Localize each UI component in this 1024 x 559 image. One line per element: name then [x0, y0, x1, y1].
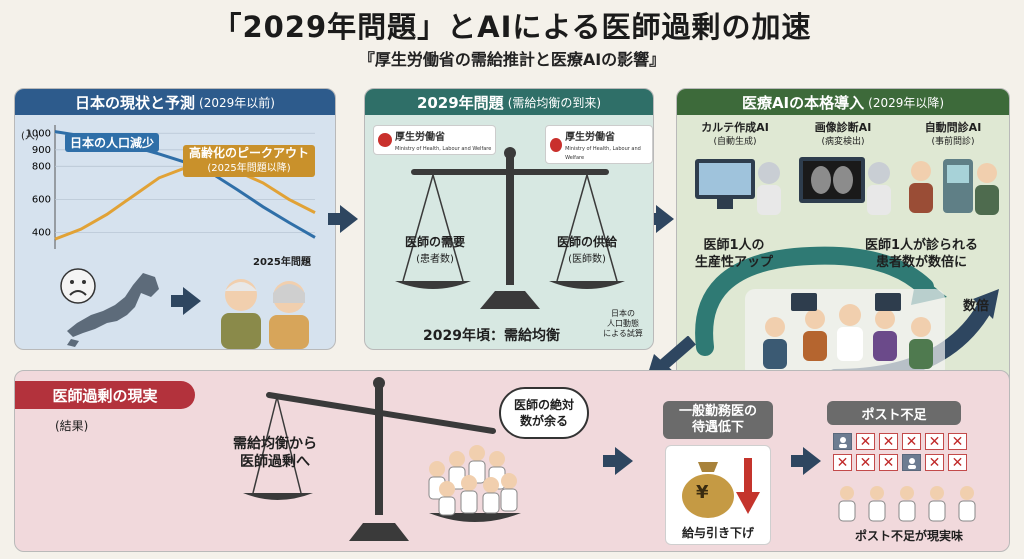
post-shortage-header: ポスト不足: [827, 401, 961, 425]
mhlw-logo-icon: [378, 133, 392, 147]
interview-ai-icon: [909, 159, 999, 215]
no-post-icon: ✕: [925, 433, 944, 450]
result-label: (結果): [55, 419, 89, 433]
elderly-couple-icon: [221, 279, 309, 349]
filled-post-icon: [902, 454, 921, 471]
population-chart: 400 600 800 900 1000: [26, 125, 316, 249]
post-grid: ✕ ✕ ✕ ✕ ✕ ✕ ✕ ✕ ✕ ✕: [833, 433, 973, 471]
supply-label: 医師の供給 (医師数): [556, 235, 617, 265]
panel2-header: 2029年問題(需給均衡の到来): [365, 89, 653, 115]
no-post-icon: ✕: [902, 433, 921, 450]
wage-cut-label: 給与引き下げ: [681, 526, 754, 540]
demand-label: 医師の需要 (患者数): [404, 235, 465, 265]
flow-arrow-icon: [328, 205, 358, 233]
productivity-label: 医師1人の 生産性アップ: [695, 238, 774, 270]
y-tick-label: 400: [32, 227, 51, 238]
page-title: 「2029年問題」とAIによる医師過剰の加速: [212, 10, 812, 44]
mhlw-logo-icon: [550, 137, 563, 152]
no-post-icon: ✕: [879, 454, 898, 471]
panel-medical-ai: 医療AIの本格導入(2029年以降) カルテ作成AI (自動生成) 画像診断AI…: [676, 88, 1010, 388]
doctors-row-icon: [838, 486, 976, 522]
page-subtitle: 『厚生労働省の需給推計と医療AIの影響』: [358, 50, 666, 69]
panel3-header: 医療AIの本格導入(2029年以降): [677, 89, 1009, 115]
no-post-icon: ✕: [879, 433, 898, 450]
mhlw-logo-left: 厚生労働省 Ministry of Health, Labour and Wel…: [373, 125, 497, 155]
balance-scale-icon: [395, 147, 625, 309]
wage-header: 一般勤務医の 待遇低下: [663, 401, 773, 439]
no-post-icon: ✕: [948, 454, 967, 471]
y-tick-label: 600: [32, 194, 51, 205]
patients-label: 医師1人が診られる 患者数が数倍に: [865, 238, 979, 270]
panel-current-status: 日本の現状と予測(2029年以前) 400 600 800 900 1000 (人) 日…: [14, 88, 336, 350]
panel4-header: 医師過剰の現実: [15, 381, 195, 409]
post-caption: ポスト不足が現実味: [855, 529, 964, 543]
tilted-scale-icon: [243, 377, 521, 541]
mhlw-logo-right: 厚生労働省 Ministry of Health, Labour and Wel…: [545, 125, 653, 164]
y-tick-label: 800: [32, 161, 51, 172]
no-post-icon: ✕: [948, 433, 967, 450]
y-tick-label: 900: [32, 145, 51, 156]
no-post-icon: ✕: [856, 454, 875, 471]
panel1-header: 日本の現状と予測(2029年以前): [15, 89, 335, 115]
arrow-icon: [171, 287, 201, 315]
ai-karte-label: カルテ作成AI (自動生成): [701, 121, 769, 147]
y-tick-label: 1000: [26, 128, 51, 139]
ai-imaging-label: 画像診断AI (病変検出): [814, 121, 872, 147]
imaging-ai-icon: [799, 157, 891, 215]
shift-label: 需給均衡から 医師過剰へ: [233, 436, 317, 470]
flow-arrow-icon: [603, 447, 633, 475]
wage-cut-box: ¥ 給与引き下げ: [665, 445, 771, 545]
karte-ai-icon: [695, 159, 781, 215]
japan-map-icon: [67, 273, 159, 347]
balance-label: 2029年頃：需給均衡: [423, 328, 560, 344]
ai-interview-label: 自動問診AI (事前問診): [924, 121, 982, 147]
no-post-icon: ✕: [856, 433, 875, 450]
legend-population: 日本の人口減少: [65, 133, 160, 152]
sad-face-icon: [60, 268, 96, 304]
chart-xlabel: 2025年問題: [253, 257, 311, 268]
multiple-label: 数倍: [963, 299, 990, 314]
no-post-icon: ✕: [833, 454, 852, 471]
chart-ylabel: (人): [21, 131, 39, 142]
filled-post-icon: [833, 433, 852, 450]
series-line: [54, 164, 316, 241]
surplus-speech-bubble: 医師の絶対 数が余る: [499, 387, 589, 439]
flow-arrow-icon: [791, 447, 821, 475]
money-bag-icon: [682, 458, 760, 518]
yen-symbol: ¥: [696, 482, 709, 503]
flow-arrow-icon: [644, 205, 674, 233]
calc-note: 日本の 人口動態 による試算: [603, 309, 643, 338]
no-post-icon: ✕: [925, 454, 944, 471]
legend-aging: 高齢化のピークアウト (2025年問題以降): [183, 145, 316, 177]
panel-2029-problem: 2029年問題(需給均衡の到来) 厚生労働省 Ministry of Healt…: [364, 88, 654, 350]
panel-doctor-surplus: 医師過剰の現実 (結果) 需給均衡から 医師過剰へ 医師の絶対 数が余る 一般勤…: [14, 370, 1010, 552]
